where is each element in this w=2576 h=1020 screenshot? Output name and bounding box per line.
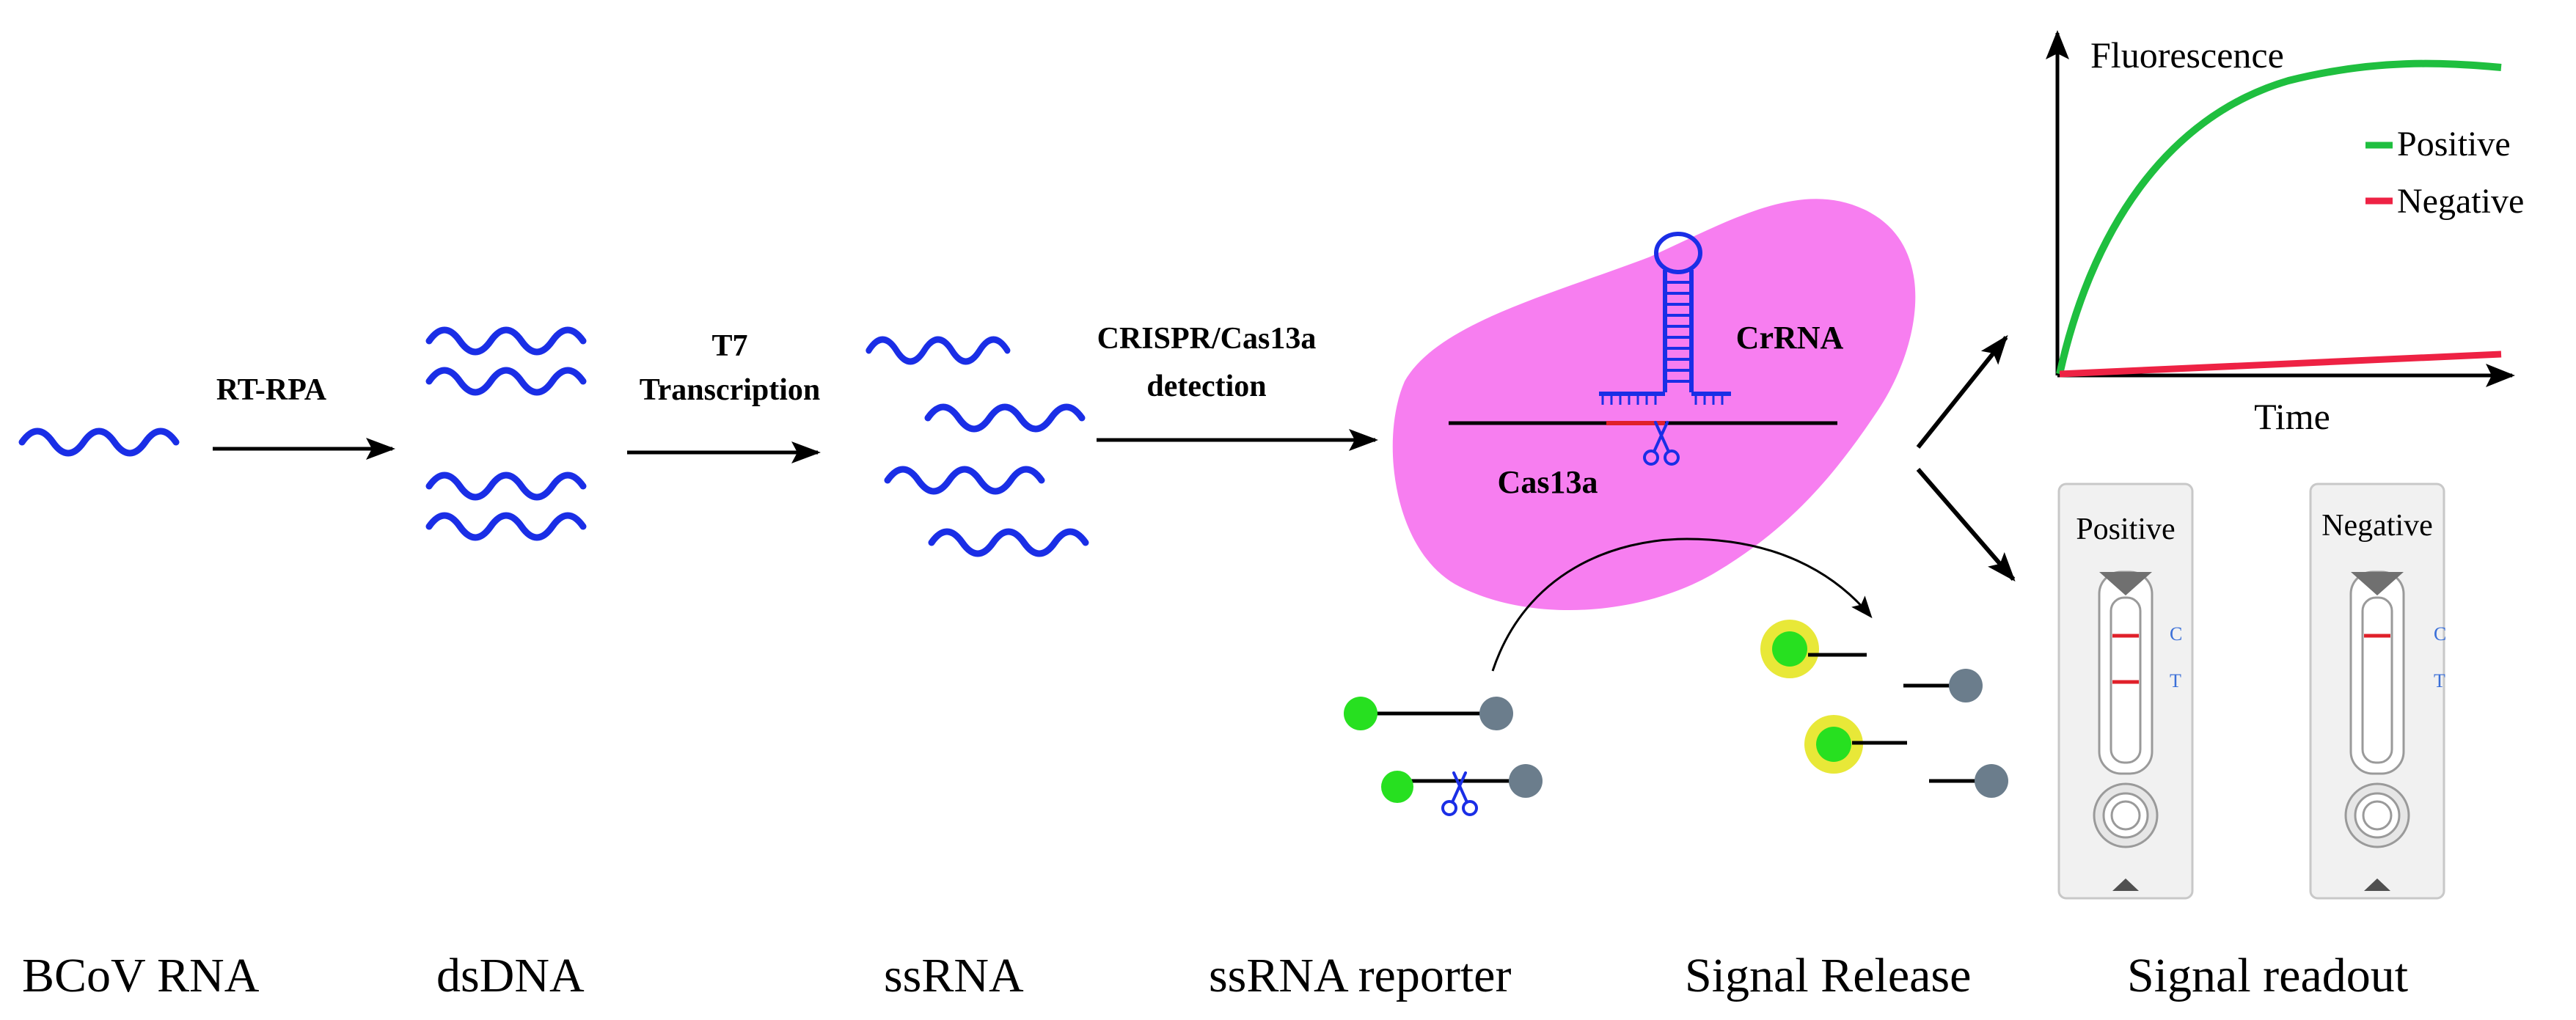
crispr-detection-step: CRISPR/Cas13a detection <box>1097 322 1378 451</box>
cas13a-protein-blob <box>1392 199 1916 611</box>
cas13a-label: Cas13a <box>1498 464 1598 500</box>
ssrna-strands <box>868 340 1086 554</box>
arrow-to-fluorescence-plot <box>1916 334 2008 449</box>
bcov-rna-strand <box>22 431 176 453</box>
stage-label-signal-release: Signal Release <box>1685 949 1971 1002</box>
rt-rpa-label: RT-RPA <box>216 373 327 407</box>
reporter-fluorophore <box>1344 697 1377 730</box>
negative-test-strip: Negative C T <box>2309 483 2446 900</box>
t7-label-line2: Transcription <box>640 373 821 407</box>
released-fluorophore-2 <box>1804 715 1907 774</box>
negative-curve <box>2059 351 2502 378</box>
stage-labels: BCoV RNA dsDNA ssRNA ssRNA reporter Sign… <box>22 949 2408 1002</box>
reporter-fluorophore <box>1381 771 1413 803</box>
released-quencher-2 <box>1929 764 2008 798</box>
legend-positive-label: Positive <box>2397 125 2511 164</box>
t7-transcription-step: T7 Transcription <box>627 329 821 463</box>
stage-label-bcov-rna: BCoV RNA <box>22 949 260 1002</box>
released-quencher-1 <box>1903 669 1983 702</box>
reporter-quencher <box>1509 764 1543 798</box>
crispr-label-line2: detection <box>1146 370 1266 403</box>
plot-x-label: Time <box>2254 396 2330 437</box>
stage-label-signal-readout: Signal readout <box>2127 949 2408 1002</box>
positive-strip-title: Positive <box>2076 513 2175 546</box>
positive-control-mark: C <box>2170 623 2182 645</box>
stage-label-reporter: ssRNA reporter <box>1209 949 1511 1002</box>
legend-negative-label: Negative <box>2397 182 2524 221</box>
positive-test-strip: Positive C T <box>2057 483 2194 900</box>
crispr-label-line1: CRISPR/Cas13a <box>1097 322 1317 356</box>
cleavage-curved-arrow <box>1491 537 1873 672</box>
crrna-label: CrRNA <box>1736 320 1844 356</box>
plot-y-label: Fluorescence <box>2090 34 2284 76</box>
positive-test-mark: T <box>2170 670 2181 691</box>
negative-control-mark: C <box>2434 623 2446 645</box>
ssrna-reporter-intact <box>1344 697 1513 730</box>
stage-label-ssrna: ssRNA <box>884 949 1024 1002</box>
reporter-quencher <box>1479 697 1513 730</box>
negative-test-mark: T <box>2434 670 2445 691</box>
cas13a-complex: CrRNA Cas13a <box>1392 199 1916 611</box>
arrow-to-lateral-flow <box>1916 468 2016 582</box>
crrna-hairpin <box>1599 232 1731 405</box>
negative-strip-title: Negative <box>2321 509 2433 543</box>
fluorescence-plot: Fluorescence Time Positive Negative <box>2046 30 2524 437</box>
dsdna-strands <box>429 330 583 537</box>
ssrna-reporter-cleaving <box>1381 764 1543 816</box>
rt-rpa-step: RT-RPA <box>213 373 395 460</box>
t7-label-line1: T7 <box>711 329 747 363</box>
stage-label-dsdna: dsDNA <box>436 949 585 1002</box>
released-fluorophore-1 <box>1760 620 1867 678</box>
positive-curve <box>2056 59 2502 375</box>
